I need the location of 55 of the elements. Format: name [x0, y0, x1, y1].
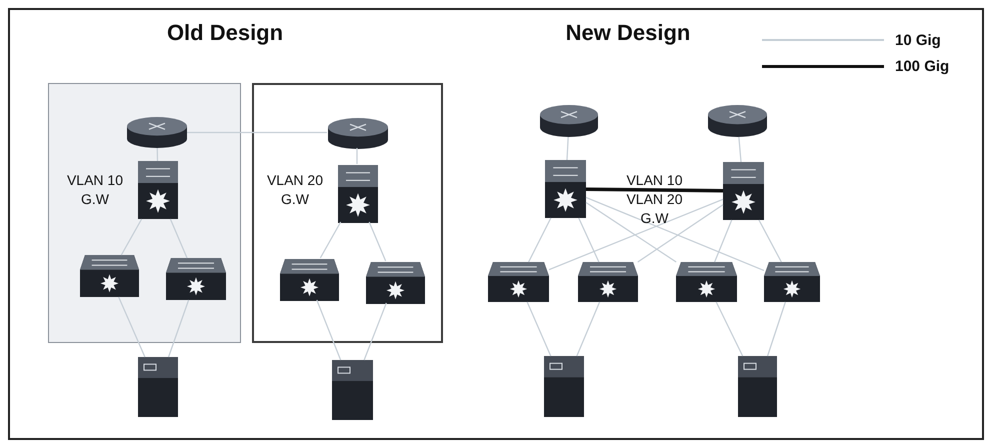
switch-icon [488, 262, 549, 302]
switch-icon [80, 255, 139, 297]
connector-line [320, 222, 342, 258]
server-icon [332, 360, 373, 420]
server-icon [738, 356, 777, 417]
router-icon [708, 105, 767, 137]
section-heading: New Design [564, 19, 692, 47]
connector-line [526, 302, 552, 356]
server-icon [138, 357, 178, 417]
router-icon [328, 118, 388, 149]
connector-line [364, 302, 387, 360]
group-box [252, 83, 443, 343]
connector-line [586, 187, 724, 193]
connector-line [356, 148, 358, 164]
connector-line [528, 218, 552, 262]
switch-icon [280, 259, 339, 301]
section-heading: Old Design [166, 19, 284, 47]
vlan-label: VLAN 20 G.W [266, 171, 324, 209]
switch-icon [366, 262, 425, 304]
connector-line [187, 132, 327, 134]
vlan-label: VLAN 10 G.W [66, 171, 124, 209]
connector-line [316, 300, 342, 360]
switch-icon [764, 262, 820, 302]
connector-line [368, 222, 386, 262]
switch-icon [138, 161, 178, 219]
edge-label: VLAN 10 VLAN 20 G.W [625, 171, 684, 228]
connector-line [170, 218, 188, 258]
connector-line [578, 218, 600, 262]
connector-line [714, 220, 732, 262]
connector-line [586, 202, 676, 262]
connector-line [118, 296, 146, 358]
router-icon [540, 105, 598, 137]
legend-text: 100 Gig [895, 57, 950, 77]
switch-icon [723, 162, 764, 220]
switch-icon [545, 160, 586, 218]
switch-icon [338, 165, 378, 223]
connector-line [637, 204, 724, 262]
connector-line [716, 302, 744, 356]
connector-line [120, 218, 142, 256]
connector-line [156, 148, 158, 162]
legend-text: 10 Gig [895, 31, 941, 51]
connector-line [566, 136, 569, 160]
group-box [48, 83, 241, 343]
connector-line [758, 220, 782, 262]
switch-icon [578, 262, 638, 302]
switch-icon [676, 262, 737, 302]
server-icon [544, 356, 584, 417]
connector-line [548, 198, 724, 270]
connector-line [738, 136, 742, 162]
switch-icon [166, 258, 226, 300]
connector-line [586, 196, 764, 272]
router-icon [127, 117, 187, 148]
connector-line [576, 302, 600, 356]
connector-line [767, 302, 786, 356]
connector-line [168, 300, 190, 358]
